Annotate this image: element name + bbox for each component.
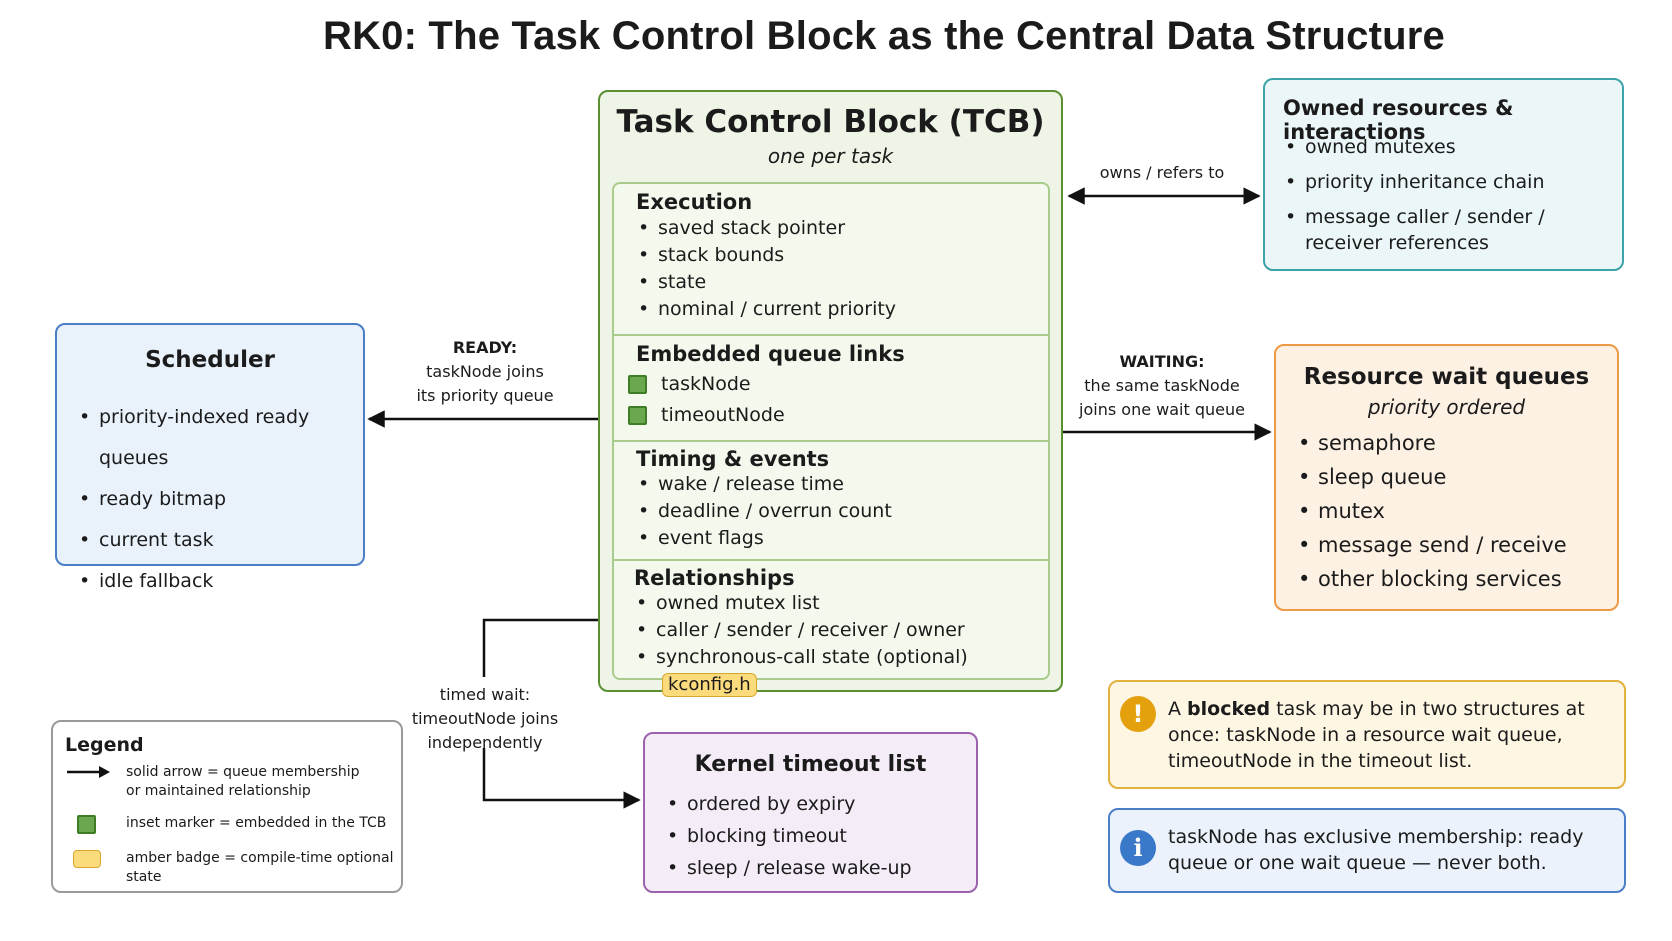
section-relationships: Relationships owned mutex list caller / … (614, 559, 1048, 697)
list-item: priority-indexed ready queues (77, 397, 363, 479)
list-item: nominal / current priority (636, 296, 1048, 323)
list-item: mutex (1296, 494, 1567, 528)
ready-label-head: READY: (452, 338, 518, 357)
timed-wait-label: timed wait: timeoutNode joins independen… (405, 683, 565, 755)
note-exclusive-text: taskNode has exclusive membership: ready… (1168, 826, 1584, 874)
kconfig-badge: kconfig.h (662, 673, 757, 697)
note-text-bold: blocked (1187, 698, 1271, 720)
note-exclusive-membership: i taskNode has exclusive membership: rea… (1108, 808, 1626, 893)
legend-solid-arrow-text: solid arrow = queue membership or mainta… (126, 763, 360, 801)
info-icon: i (1120, 830, 1156, 866)
tcb-title: Task Control Block (TCB) (616, 104, 1045, 140)
legend-box: Legend solid arrow = queue membership or… (51, 720, 403, 893)
list-item: owned mutex list (634, 590, 1048, 617)
note-text-part: task may be in two structures at once: t… (1168, 698, 1585, 772)
section-queue-links: Embedded queue links taskNode timeoutNod… (614, 334, 1048, 440)
note-text-part: A (1168, 698, 1188, 720)
note-blocked-task: ! A blocked task may be in two structure… (1108, 680, 1626, 789)
list-item: owned mutexes (1283, 134, 1583, 160)
tcb-subtitle: one per task (767, 144, 894, 168)
list-item: idle fallback (77, 561, 363, 602)
timed-wait-line: timed wait: (439, 685, 531, 704)
list-item: sleep / release wake-up (665, 852, 912, 884)
list-item: ready bitmap (77, 479, 363, 520)
legend-amber-badge-text: amber badge = compile-time optional stat… (126, 850, 394, 885)
list-item: message caller / sender / receiver refer… (1283, 204, 1583, 256)
ready-label-line: taskNode joins (426, 362, 544, 381)
legend-line: or maintained relationship (126, 783, 311, 799)
tcb-box: Task Control Block (TCB) one per task Ex… (598, 90, 1063, 697)
owns-label: owns / refers to (1099, 163, 1225, 182)
waiting-label-line: the same taskNode (1084, 376, 1240, 395)
section-heading: Relationships (634, 566, 795, 590)
list-item: priority inheritance chain (1283, 169, 1583, 195)
timeout-list-title: Kernel timeout list (694, 752, 927, 777)
list-item: message send / receive (1296, 528, 1567, 562)
waiting-label-line: joins one wait queue (1079, 400, 1245, 419)
section-heading: Timing & events (636, 447, 830, 471)
kernel-timeout-list-box: Kernel timeout list ordered by expiry bl… (643, 732, 978, 893)
list-item: stack bounds (636, 242, 1048, 269)
owned-resources-box: Owned resources & interactions owned mut… (1263, 78, 1624, 271)
queue-link-label: timeoutNode (661, 404, 785, 426)
page-title: RK0: The Task Control Block as the Centr… (322, 14, 1445, 58)
wait-queues-title: Resource wait queues (1303, 364, 1590, 390)
list-item: current task (77, 520, 363, 561)
inset-marker-icon (628, 375, 647, 394)
ready-label: READY: taskNode joins its priority queue (400, 336, 570, 408)
waiting-label-head: WAITING: (1119, 352, 1205, 371)
section-execution: Execution saved stack pointer stack boun… (614, 184, 1048, 334)
legend-amber-badge-icon (73, 850, 101, 868)
list-item: deadline / overrun count (636, 498, 1048, 525)
list-item: saved stack pointer (636, 215, 1048, 242)
resource-wait-queues-box: Resource wait queues priority ordered se… (1274, 344, 1619, 611)
legend-inset-marker-icon (77, 815, 96, 834)
list-item-text: synchronous-call state (optional) (656, 646, 968, 668)
note-blocked-text: A blocked task may be in two structures … (1168, 696, 1610, 774)
section-heading: Embedded queue links (636, 342, 905, 366)
scheduler-title: Scheduler (145, 347, 275, 373)
timed-wait-line: timeoutNode joins (411, 709, 559, 728)
waiting-label: WAITING: the same taskNode joins one wai… (1072, 350, 1252, 422)
scheduler-box: Scheduler priority-indexed ready queues … (55, 323, 365, 602)
section-timing-events: Timing & events wake / release time dead… (614, 440, 1048, 559)
queue-link-timeoutnode: timeoutNode (628, 400, 1048, 431)
inset-marker-icon (628, 406, 647, 425)
list-item: ordered by expiry (665, 788, 912, 820)
section-heading: Execution (636, 190, 753, 214)
queue-link-tasknode: taskNode (628, 369, 1048, 400)
legend-arrow-icon (67, 766, 110, 778)
list-item: state (636, 269, 1048, 296)
list-item: blocking timeout (665, 820, 912, 852)
list-item: other blocking services (1296, 562, 1567, 596)
legend-line: solid arrow = queue membership (126, 764, 360, 780)
queue-link-label: taskNode (661, 373, 751, 395)
legend-inset-marker-text: inset marker = embedded in the TCB (126, 815, 387, 831)
list-item: wake / release time (636, 471, 1048, 498)
wait-queues-subtitle: priority ordered (1367, 395, 1526, 419)
warning-icon: ! (1120, 696, 1156, 732)
tcb-sections: Execution saved stack pointer stack boun… (612, 182, 1050, 697)
timed-wait-line: independently (427, 733, 543, 752)
list-item: sleep queue (1296, 460, 1567, 494)
timed-wait-arrow (482, 618, 639, 800)
list-item: semaphore (1296, 426, 1567, 460)
ready-label-line: its priority queue (416, 386, 554, 405)
list-item: caller / sender / receiver / owner (634, 617, 1048, 644)
legend-title: Legend (65, 734, 144, 756)
list-item: event flags (636, 525, 1048, 552)
list-item: synchronous-call state (optional) kconfig… (634, 644, 1048, 698)
